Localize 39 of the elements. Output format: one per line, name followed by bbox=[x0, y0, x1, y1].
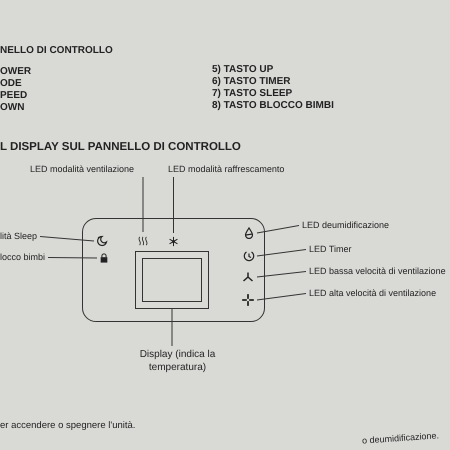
leader-line bbox=[40, 236, 94, 242]
callout-label: Display (indica la temperatura) bbox=[120, 348, 235, 374]
callout-label: locco bimbi bbox=[0, 252, 46, 263]
moon-icon bbox=[96, 235, 108, 247]
body-text: o deumidificazione. bbox=[362, 430, 440, 446]
lock-icon bbox=[99, 253, 109, 263]
callout-label: lità Sleep bbox=[0, 231, 38, 242]
heat-waves-icon bbox=[138, 235, 148, 247]
callout-label: LED Timer bbox=[309, 244, 352, 255]
display-screen bbox=[135, 251, 209, 309]
leader-line bbox=[256, 293, 306, 300]
callout-label: LED deumidificazione bbox=[302, 220, 390, 231]
drop-icon bbox=[243, 227, 255, 239]
leader-line bbox=[48, 257, 98, 258]
heading-text: 7) TASTO SLEEP bbox=[212, 88, 292, 99]
callout-label: LED bassa velocità di ventilazione bbox=[309, 266, 446, 277]
fan-icon bbox=[241, 293, 255, 307]
callout-label: LED modalità ventilazione bbox=[30, 164, 134, 175]
callout-label: LED modalità raffrescamento bbox=[168, 164, 284, 175]
leader-line bbox=[256, 249, 306, 256]
leader-line bbox=[256, 271, 306, 278]
heading-text: OWER bbox=[0, 66, 32, 77]
leader-line bbox=[142, 176, 144, 232]
body-text: er accendere o spegnere l'unità. bbox=[0, 420, 136, 431]
callout-label: LED alta velocità di ventilazione bbox=[309, 288, 436, 299]
snowflake-icon bbox=[168, 236, 179, 247]
heading-text: NELLO DI CONTROLLO bbox=[0, 45, 113, 56]
heading-text: OWN bbox=[0, 102, 24, 113]
heading-text: 6) TASTO TIMER bbox=[212, 76, 291, 87]
heading-text: ODE bbox=[0, 78, 22, 89]
heading-text: L DISPLAY SUL PANNELLO DI CONTROLLO bbox=[0, 141, 241, 153]
heading-text: 8) TASTO BLOCCO BIMBI bbox=[212, 100, 334, 111]
clock-icon bbox=[243, 250, 255, 262]
heading-text: 5) TASTO UP bbox=[212, 64, 274, 75]
leader-line bbox=[173, 176, 174, 234]
leader-line bbox=[256, 225, 300, 234]
heading-text: PEED bbox=[0, 90, 28, 101]
fan-icon bbox=[241, 271, 255, 283]
control-panel-outline bbox=[82, 218, 265, 322]
